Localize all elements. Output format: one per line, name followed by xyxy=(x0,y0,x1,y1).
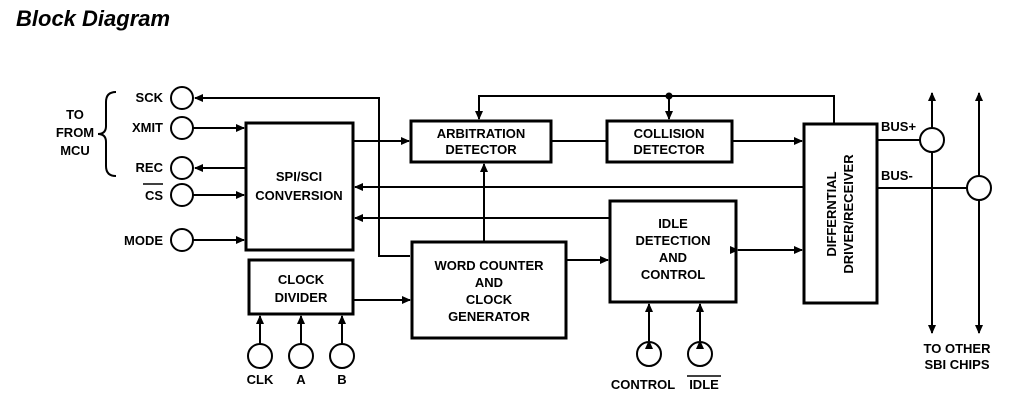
idle-label: IDLE xyxy=(689,377,719,392)
rec-label: REC xyxy=(136,160,164,175)
clk-pin xyxy=(247,343,273,369)
control-label: CONTROL xyxy=(611,377,675,392)
word-counter-line-1: WORD COUNTER xyxy=(434,258,544,273)
top-feedback-path xyxy=(475,95,835,124)
collision-detector-block xyxy=(605,119,734,164)
mcu-brace xyxy=(97,91,117,177)
word-counter-line-3: CLOCK xyxy=(466,292,513,307)
mode-label: MODE xyxy=(124,233,163,248)
idle-detection-line-4: CONTROL xyxy=(641,267,705,282)
clock-divider-block xyxy=(247,258,355,316)
xmit-label: XMIT xyxy=(132,120,163,135)
idle-pin xyxy=(687,341,713,367)
clk-label: CLK xyxy=(247,372,274,387)
bus-plus-pin xyxy=(919,127,945,153)
a-pin xyxy=(288,343,314,369)
b-label: B xyxy=(337,372,346,387)
spi-sci-conversion-block xyxy=(244,121,355,252)
sck-label: SCK xyxy=(136,90,164,105)
idle-detection-block xyxy=(608,199,738,304)
word-counter-line-4: GENERATOR xyxy=(448,309,530,324)
other-chips-line-2: SBI CHIPS xyxy=(924,357,989,372)
collision-line-1: COLLISION xyxy=(634,126,705,141)
top-feedback-junction xyxy=(665,92,673,100)
clock-divider-line-1: CLOCK xyxy=(278,272,325,287)
arbitration-line-2: DETECTOR xyxy=(445,142,517,157)
mcu-label-line-1: TO xyxy=(66,107,84,122)
differential-line-1: DIFFERNTIAL xyxy=(824,171,839,256)
a-label: A xyxy=(296,372,306,387)
mcu-label-line-2: FROM xyxy=(56,125,94,140)
differential-driver-receiver-block xyxy=(802,122,879,305)
sck-pin xyxy=(170,86,194,110)
mode-pin xyxy=(170,228,194,252)
idle-detection-line-3: AND xyxy=(659,250,687,265)
bus-plus-label: BUS+ xyxy=(881,119,916,134)
idle-detection-line-2: DETECTION xyxy=(635,233,710,248)
xmit-pin xyxy=(170,116,194,140)
word-counter-line-2: AND xyxy=(475,275,503,290)
cs-label: CS xyxy=(145,188,163,203)
control-pin xyxy=(636,341,662,367)
other-chips-line-1: TO OTHER xyxy=(924,341,992,356)
b-pin xyxy=(329,343,355,369)
collision-line-2: DETECTOR xyxy=(633,142,705,157)
rec-pin xyxy=(170,156,194,180)
bus-minus-label: BUS- xyxy=(881,168,913,183)
sck-clock-path xyxy=(194,94,410,257)
differential-line-2: DRIVER/RECEIVER xyxy=(841,154,856,274)
bus-minus-pin xyxy=(966,175,992,201)
arbitration-detector-block xyxy=(409,119,553,164)
arbitration-line-1: ARBITRATION xyxy=(437,126,526,141)
idle-detection-line-1: IDLE xyxy=(658,216,688,231)
mcu-label-line-3: MCU xyxy=(60,143,90,158)
cs-pin xyxy=(170,183,194,207)
spi-sci-line-1: SPI/SCI xyxy=(276,169,322,184)
word-counter-block xyxy=(410,240,568,340)
clock-divider-line-2: DIVIDER xyxy=(275,290,328,305)
page-title: Block Diagram xyxy=(16,6,171,31)
spi-sci-line-2: CONVERSION xyxy=(255,188,342,203)
